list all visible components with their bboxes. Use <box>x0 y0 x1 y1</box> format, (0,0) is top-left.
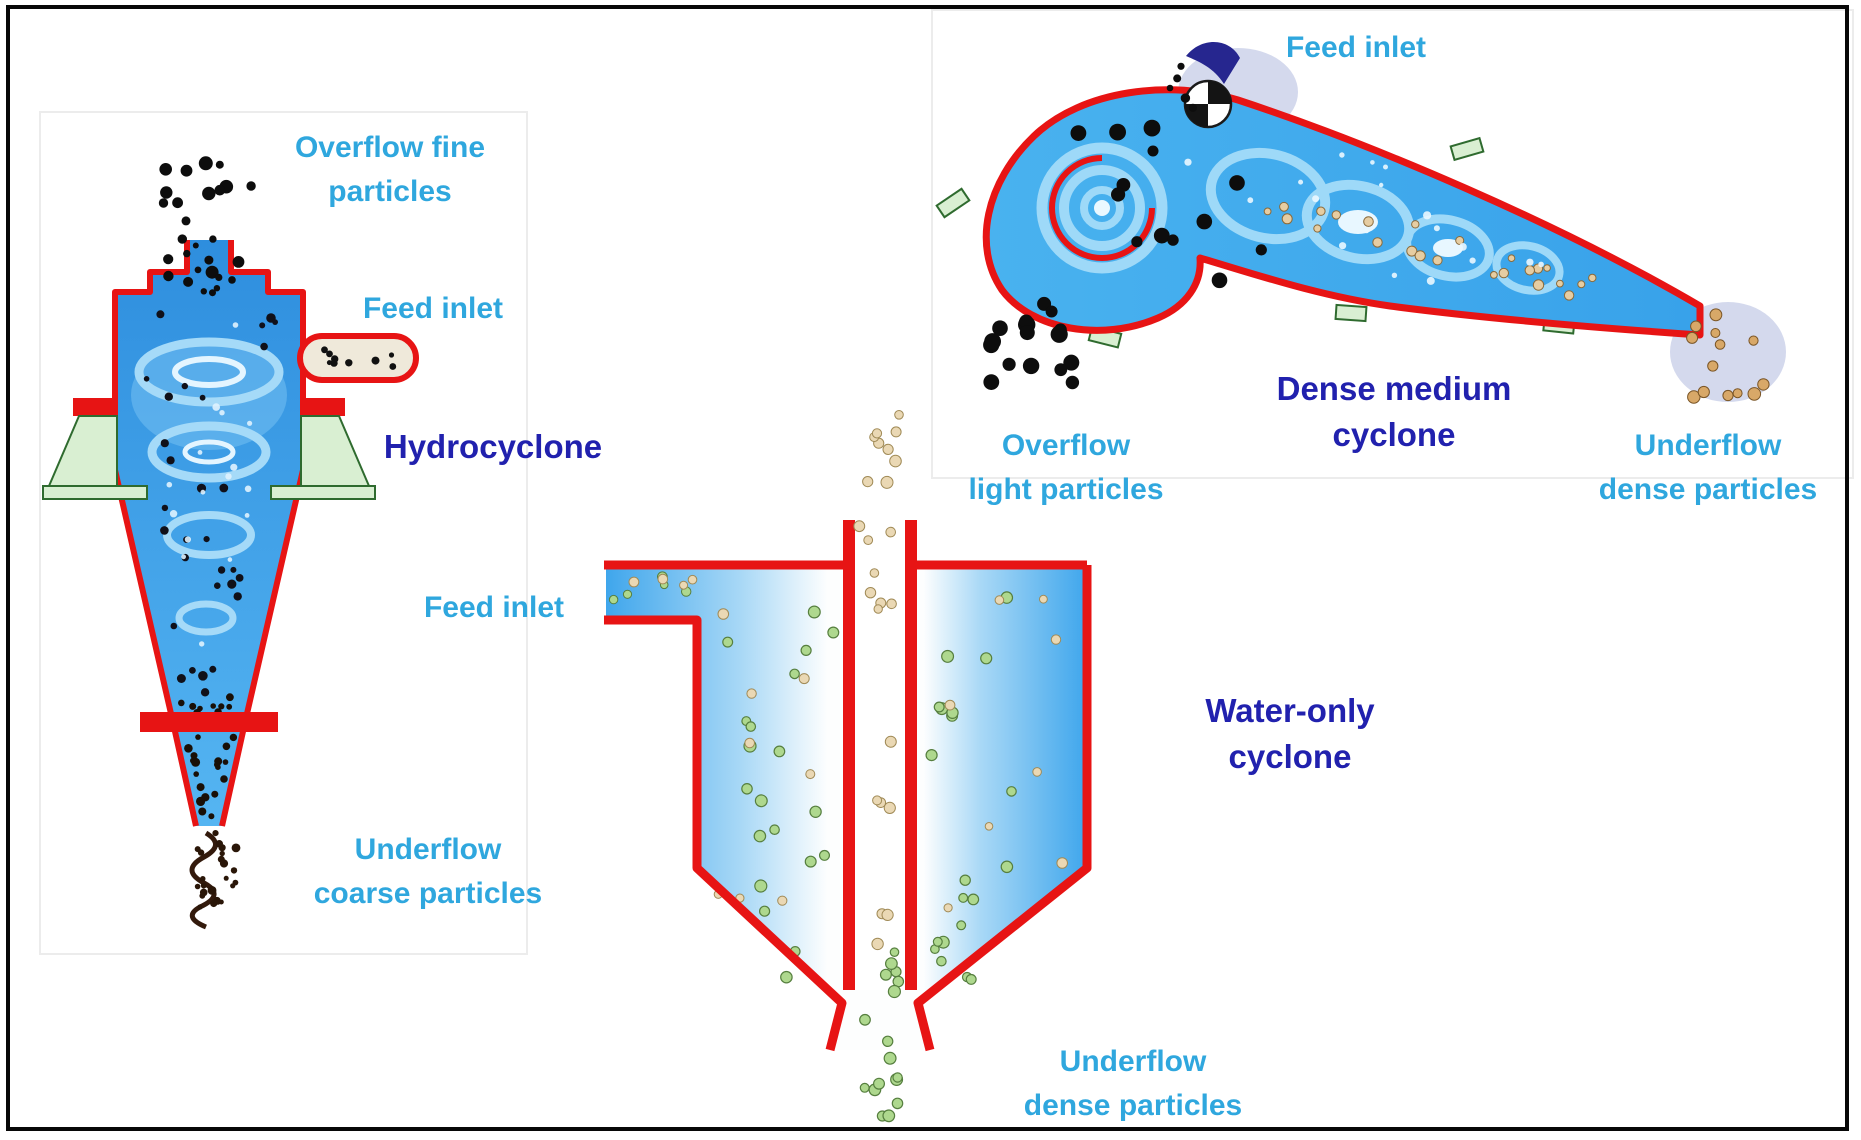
dmc-hook-swirl-inner <box>1080 186 1124 230</box>
label-line: particles <box>328 175 452 208</box>
hydro-underflow-particles <box>194 830 241 910</box>
label-line: light particles <box>968 473 1164 506</box>
hydro-swirl-highlight-2 <box>182 439 236 465</box>
label-line: Overflow fine <box>294 131 486 164</box>
dmc-tan-trail-particles <box>1263 201 1597 301</box>
hydro-support-bar-left <box>73 398 117 416</box>
hydro-swirl-3 <box>163 511 255 559</box>
hydro-support-slab-right <box>270 485 376 500</box>
label-line: Dense medium <box>1276 370 1512 407</box>
label-line: dense particles <box>1598 473 1818 506</box>
woc-spout-green-particles <box>859 947 905 1048</box>
hydrocyclone-underflow-label: Underflow coarse particles <box>296 828 560 916</box>
dense-medium-overflow-label: Overflow light particles <box>938 424 1194 512</box>
hydrocyclone-figure <box>42 156 419 930</box>
water-only-title: Water-only cyclone <box>1144 688 1436 780</box>
woc-feed-pipe-tan-particles <box>628 573 698 590</box>
hydrocyclone-outline-right <box>219 240 306 827</box>
dense-medium-title: Dense medium cyclone <box>1238 366 1550 458</box>
hydro-swirl-1 <box>134 337 284 407</box>
label-line: Feed inlet <box>1285 31 1427 64</box>
woc-right-green-particles <box>925 591 1017 985</box>
woc-underflow-green-particles <box>859 1051 904 1123</box>
woc-overflow-tan-particles <box>853 410 904 538</box>
label-line: Underflow <box>1634 429 1782 462</box>
dmc-body-swirl-4 <box>1492 241 1564 295</box>
label-line: Water-only <box>1205 692 1375 729</box>
hydro-swirl-2 <box>147 421 271 483</box>
hydro-tube-particles <box>192 242 223 297</box>
label-line: dense particles <box>1023 1089 1243 1122</box>
woc-right-tan-particles <box>943 594 1068 913</box>
label-line: Feed inlet <box>362 292 504 325</box>
hydrocyclone-body-fill <box>115 240 303 826</box>
water-only-cyclone-figure <box>604 410 1092 1123</box>
label-line: Hydrocyclone <box>383 428 603 465</box>
dense-medium-cyclone-figure <box>935 41 1786 404</box>
label-line: Underflow <box>1059 1045 1207 1078</box>
dmc-hook-swirl-outer <box>1036 142 1168 274</box>
hydro-swirl-4 <box>175 600 237 636</box>
dmc-feed-pipe <box>1186 41 1240 84</box>
dense-medium-underflow-label: Underflow dense particles <box>1576 424 1840 512</box>
vortex-finder-right-wall <box>905 520 917 990</box>
dmc-body-swirl-highlight-2 <box>1433 239 1463 257</box>
dmc-bubble-particles <box>1184 152 1544 285</box>
dmc-black-particles <box>1070 119 1267 289</box>
dmc-body-swirl-3 <box>1402 214 1494 282</box>
hydro-swirl-highlight-1 <box>172 356 246 388</box>
hydro-body-bubble-particles <box>166 322 253 647</box>
dmc-overflow-particles <box>983 296 1080 390</box>
hydro-feed-pipe-particles <box>321 346 397 370</box>
hydro-support-bar-right <box>301 398 345 416</box>
hydrocyclone-feed-label: Feed inlet <box>348 287 518 331</box>
woc-left-wall <box>604 615 847 1052</box>
woc-right-wall <box>913 565 1092 1052</box>
dmc-body-swirl-highlight-1 <box>1338 210 1378 234</box>
hydrocyclone-title: Hydrocyclone <box>357 424 629 470</box>
dmc-feed-particles <box>1166 62 1197 112</box>
hydro-overflow-particles <box>158 156 256 287</box>
artifact-boxes <box>39 9 1854 955</box>
vortex-finder-left-wall <box>843 520 855 990</box>
hydro-feed-pipe <box>297 333 419 383</box>
hydrocyclone-overflow-label: Overflow fine particles <box>268 126 512 214</box>
dmc-body <box>982 86 1704 339</box>
hydro-body-black-particles <box>143 310 278 697</box>
hydro-support-slab-left <box>42 485 148 500</box>
label-line: coarse particles <box>313 877 543 910</box>
hydro-support-skirt-left <box>47 415 118 487</box>
label-line: cyclone <box>1228 738 1352 775</box>
dense-medium-feed-label: Feed inlet <box>1266 26 1446 70</box>
label-line: Feed inlet <box>423 591 565 624</box>
water-only-feed-label: Feed inlet <box>398 586 590 630</box>
dmc-hook-swirl-mid <box>1059 165 1145 251</box>
label-line: Overflow <box>1001 429 1131 462</box>
water-only-underflow-label: Underflow dense particles <box>998 1040 1268 1128</box>
dmc-underflow-particles <box>1686 308 1770 404</box>
hydro-waist-flange <box>140 712 278 732</box>
label-line: Underflow <box>354 833 502 866</box>
hydrocyclone-outline-left <box>112 240 199 827</box>
woc-tube-tan-particles <box>863 535 897 951</box>
dmc-feed-ball-wedge-1 <box>1208 81 1231 104</box>
dmc-hook-core <box>1094 200 1110 216</box>
label-line: cyclone <box>1332 416 1456 453</box>
